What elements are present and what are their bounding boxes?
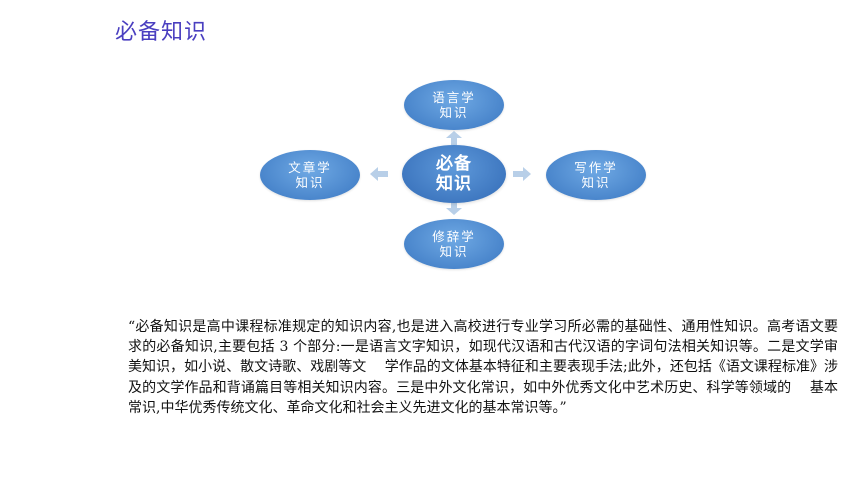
arrow-right-icon [513, 167, 531, 181]
node-linguistics: 语言学 知识 [404, 80, 504, 130]
node-textology: 文章学 知识 [260, 150, 360, 200]
knowledge-diagram: 语言学 知识 文章学 知识 必备 知识 写作学 知识 修辞学 知识 [260, 80, 646, 269]
node-core-knowledge: 必备 知识 [402, 145, 506, 203]
arrow-up-icon [446, 131, 462, 145]
node-rhetoric-line2: 知识 [439, 244, 469, 259]
node-textology-line2: 知识 [295, 175, 325, 190]
node-rhetoric: 修辞学 知识 [404, 219, 504, 269]
node-rhetoric-line1: 修辞学 [432, 229, 476, 244]
arrow-down-icon [446, 201, 462, 215]
arrow-left-icon [370, 167, 388, 181]
node-writing-line2: 知识 [581, 175, 611, 190]
node-core-line2: 知识 [436, 174, 472, 194]
page-title: 必备知识 [115, 20, 208, 45]
body-paragraph: “必备知识是高中课程标准规定的知识内容,也是进入高校进行专业学习所必需的基础性、… [128, 319, 838, 416]
node-linguistics-line2: 知识 [439, 105, 469, 120]
node-writing-line1: 写作学 [574, 160, 618, 175]
node-textology-line1: 文章学 [288, 160, 332, 175]
node-core-line1: 必备 [436, 153, 472, 174]
node-writing: 写作学 知识 [546, 150, 646, 200]
node-linguistics-line1: 语言学 [432, 90, 476, 105]
